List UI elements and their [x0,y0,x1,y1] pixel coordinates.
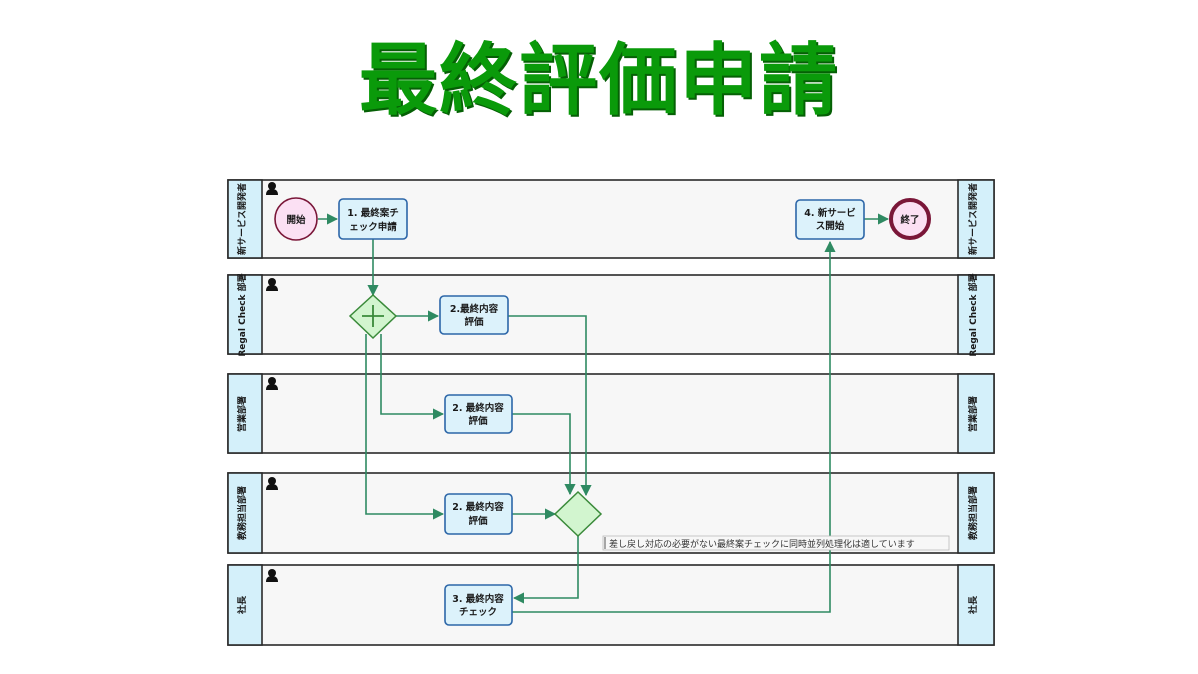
flow-fork-to-t2b [380,334,445,420]
task-3-final-check[interactable]: 3. 最終内容 チェック [444,584,513,626]
lane-regal-check: Regal Check 部署 Regal Check 部署 [227,273,995,357]
sequence-flows [318,213,890,613]
lane-sales: 営業部署 営業部署 [227,373,995,454]
lane-label-left: 社長 [236,595,248,615]
lane-label-right: 新サービス開発者 [967,183,979,255]
parallel-gateway-icon[interactable] [348,293,398,340]
task-1-final-check-request[interactable]: 1. 最終案チ ェック申請 [338,198,408,240]
task-label-line1: 2. 最終内容 [452,402,504,414]
end-event-label: 終了 [900,214,919,226]
lane-label-right: 教務担当部署 [967,486,979,541]
text-annotation: 差し戻し対応の必要がない最終案チェックに同時並列処理化は適しています [602,535,950,551]
task-label-line1: 2.最終内容 [450,303,499,315]
task-label-line1: 2. 最終内容 [452,501,504,513]
task-label-line2: 評価 [464,316,484,328]
lane-label-right: Regal Check 部署 [967,273,979,356]
flow-t2a-to-join [508,315,592,497]
lane-label-left: Regal Check 部署 [236,273,248,356]
lane-label-left: 教務担当部署 [236,486,248,541]
annotation-text: 差し戻し対応の必要がない最終案チェックに同時並列処理化は適しています [609,538,915,550]
exclusive-gateway-icon[interactable] [553,490,603,538]
task-label-line1: 3. 最終内容 [452,593,504,605]
task-2-evaluation-sales[interactable]: 2. 最終内容 評価 [444,394,513,434]
task-2-evaluation-regal[interactable]: 2.最終内容 評価 [439,295,509,335]
task-label-line2: 評価 [468,515,488,527]
task-label-line2: チェック [459,607,497,618]
task-label-line1: 1. 最終案チ [347,207,399,219]
start-event-label: 開始 [286,214,306,226]
lane-label-right: 営業部署 [967,396,979,432]
lane-label-left: 営業部署 [236,396,248,432]
task-2-evaluation-accounting[interactable]: 2. 最終内容 評価 [444,493,513,535]
task-label-line2: 評価 [468,415,488,427]
end-event[interactable]: 終了 [889,198,931,240]
task-label-line1: 4. 新サービ [804,207,856,219]
flow-t3-to-t4 [512,240,836,613]
task-label-line2: ェック申請 [349,221,397,233]
task-4-new-service-start[interactable]: 4. 新サービ ス開始 [795,199,865,240]
start-event[interactable]: 開始 [274,197,318,241]
lane-label-right: 社長 [967,595,979,615]
flow-t2b-to-join [512,413,576,496]
task-label-line2: ス開始 [816,220,845,232]
lane-president: 社長 社長 [227,564,995,646]
lane-label-left: 新サービス開発者 [236,183,248,255]
flow-fork-to-t2c [365,334,445,520]
flow-join-to-t3 [512,535,579,604]
page-title: 最終評価申請 [358,35,839,126]
